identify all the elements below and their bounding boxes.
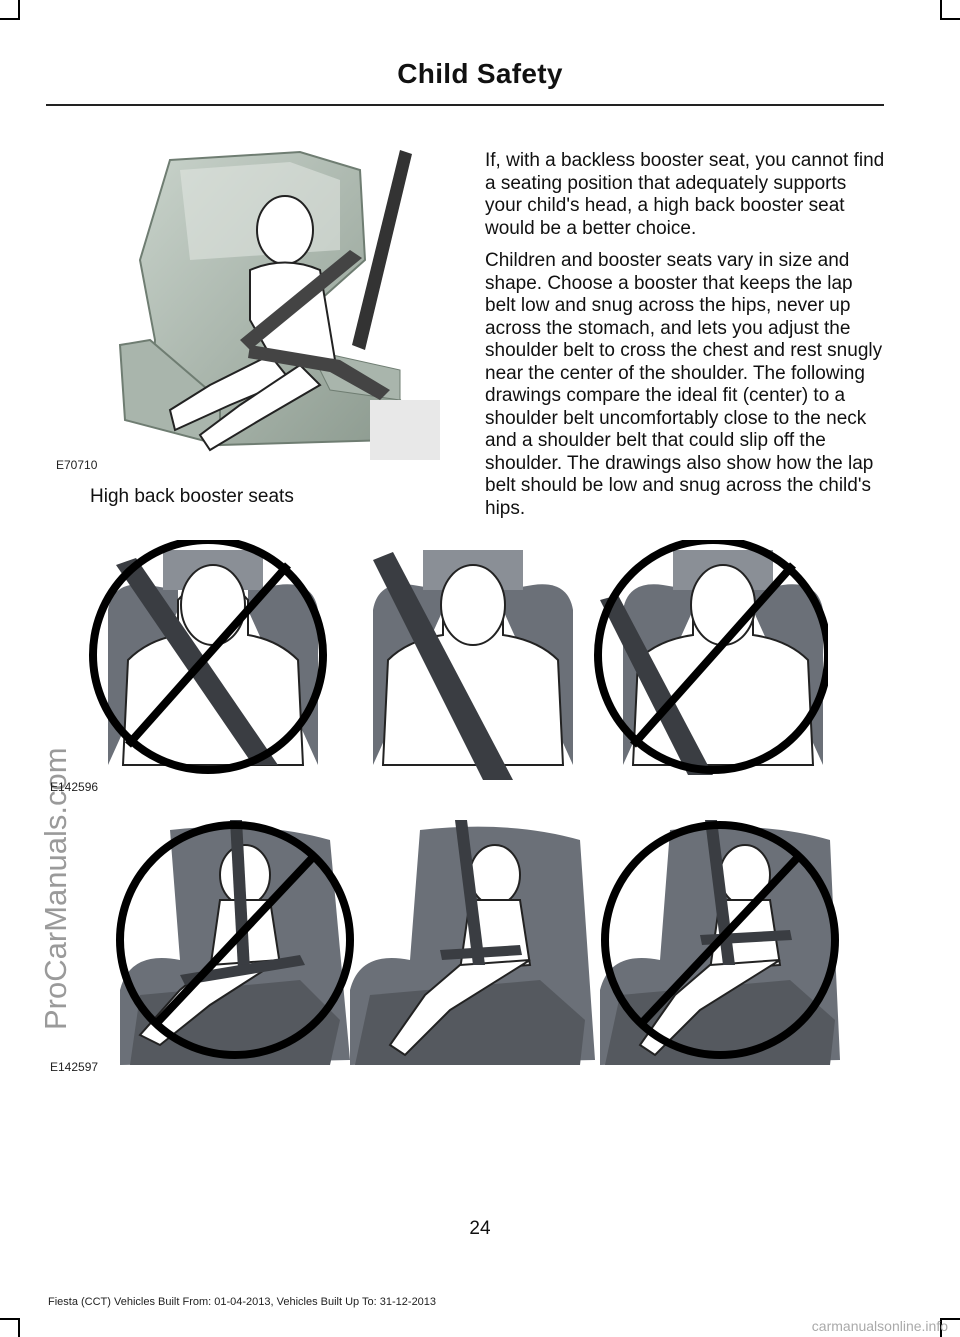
- header-divider: [46, 104, 884, 106]
- lap-panel-correct: [350, 820, 595, 1065]
- lap-panel-incorrect-right: [600, 820, 840, 1065]
- body-text: If, with a backless booster seat, you ca…: [485, 150, 885, 530]
- shoulder-panel-correct: [373, 550, 573, 780]
- booster-seat-illustration: [100, 140, 440, 460]
- figure-caption: High back booster seats: [90, 486, 294, 507]
- page-title: Child Safety: [397, 58, 563, 89]
- footer-text: Fiesta (CCT) Vehicles Built From: 01-04-…: [48, 1296, 437, 1308]
- crop-mark: [940, 0, 942, 18]
- crop-mark: [940, 1318, 942, 1337]
- crop-mark: [0, 1318, 20, 1320]
- figure-code-booster: E70710: [56, 458, 98, 472]
- shoulder-belt-fit-illustration: [89, 540, 828, 780]
- page-number: 24: [469, 1218, 491, 1239]
- crop-mark: [940, 18, 960, 20]
- crop-mark: [0, 18, 20, 20]
- shoulder-panel-incorrect-neck: [89, 540, 327, 774]
- shoulder-panel-incorrect-off-shoulder: [594, 540, 828, 775]
- figure-code-lap: E142597: [50, 1060, 99, 1074]
- footer-watermark: carmanualsonline.info: [811, 1318, 948, 1334]
- crop-mark: [18, 0, 20, 18]
- lap-panel-incorrect-left: [116, 820, 354, 1065]
- crop-mark: [18, 1318, 20, 1337]
- figure-code-shoulder: E142596: [50, 780, 99, 794]
- lap-belt-fit-illustration: [116, 820, 840, 1065]
- paragraph: Children and booster seats vary in size …: [485, 250, 883, 519]
- paragraph: If, with a backless booster seat, you ca…: [485, 150, 885, 239]
- crop-mark: [940, 1318, 960, 1320]
